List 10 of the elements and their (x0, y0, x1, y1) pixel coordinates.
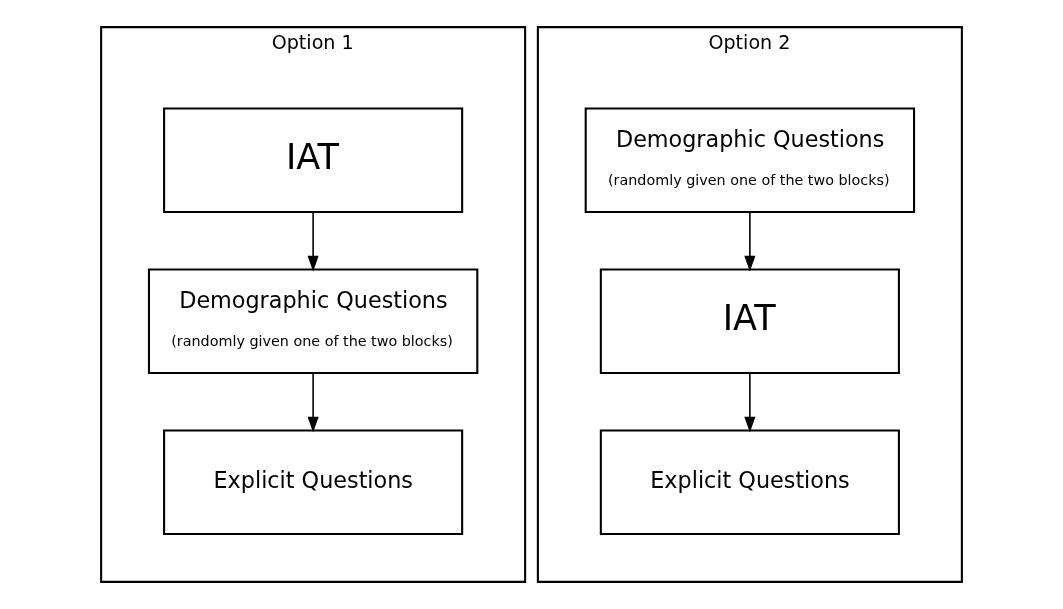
arrow (744, 372, 756, 433)
node-box: Demographic Questions (randomly given one of the two blocks) (584, 107, 916, 214)
arrow (307, 372, 319, 433)
node-box: Explicit Questions (163, 429, 464, 536)
arrow (307, 211, 319, 272)
node-box: IAT (163, 107, 464, 214)
arrow (744, 211, 756, 272)
node-box: Demographic Questions (randomly given one of the two blocks) (147, 268, 479, 375)
node-box: Explicit Questions (599, 429, 900, 536)
node-box: IAT (599, 268, 900, 375)
